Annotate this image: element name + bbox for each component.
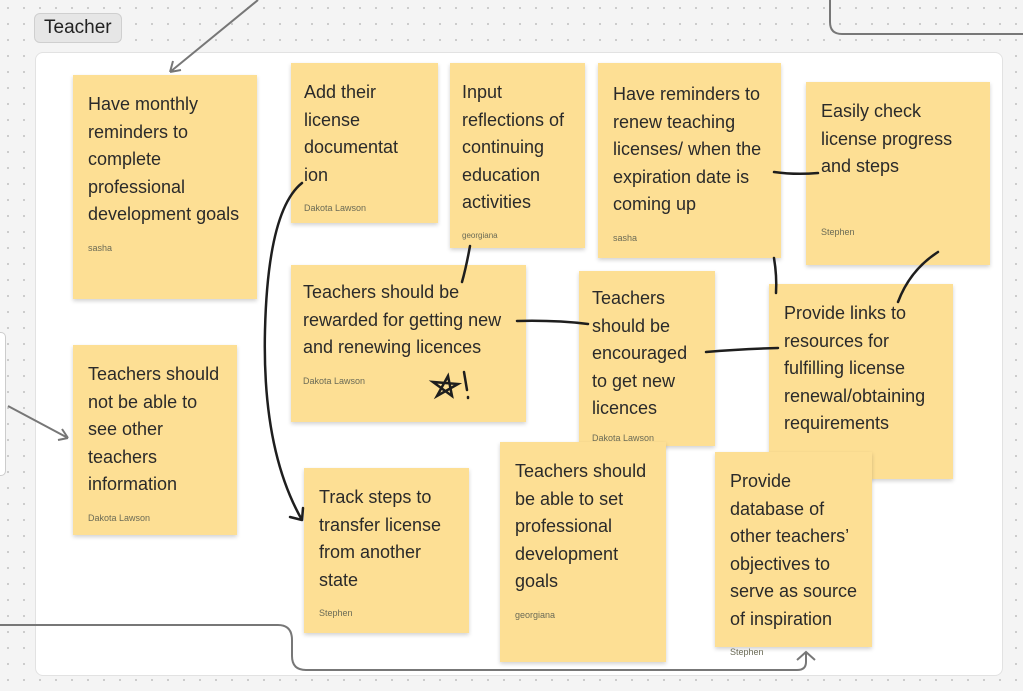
sticky-note[interactable]: Teachers should be rewarded for getting … xyxy=(291,265,526,422)
note-author: sasha xyxy=(613,232,638,243)
note-author: Stephen xyxy=(821,226,855,237)
connector-top-right xyxy=(829,0,1023,35)
note-author: Stephen xyxy=(730,647,764,657)
note-text: Track steps to transfer license from ano… xyxy=(319,487,442,590)
sticky-note[interactable]: Input reflections of continuing educatio… xyxy=(450,63,585,248)
section-label[interactable]: Teacher xyxy=(34,13,122,43)
sticky-note[interactable]: Provide links to resources for fulfillin… xyxy=(769,284,953,479)
note-author: Dakota Lawson xyxy=(303,375,366,386)
sticky-note[interactable]: Teachers should be encouraged to get new… xyxy=(579,271,715,446)
side-panel-handle[interactable] xyxy=(0,332,6,476)
sticky-note[interactable]: Teachers should be able to set professio… xyxy=(500,442,666,662)
note-author: georgiana xyxy=(515,609,556,620)
note-text: Provide database of other teachers’ obje… xyxy=(730,471,858,629)
note-text: Teachers should not be able to see other… xyxy=(88,364,220,494)
note-author: Dakota Lawson xyxy=(88,512,151,523)
note-author: sasha xyxy=(88,242,113,253)
sticky-note[interactable]: Provide database of other teachers’ obje… xyxy=(715,452,872,657)
note-text: Teachers should be encouraged to get new… xyxy=(592,288,688,418)
sticky-note[interactable]: Have reminders to renew teaching license… xyxy=(598,63,781,258)
note-author: Stephen xyxy=(319,608,353,618)
sticky-note[interactable]: Track steps to transfer license from ano… xyxy=(304,468,469,633)
note-author: Dakota Lawson xyxy=(592,432,655,443)
note-text: Provide links to resources for fulfillin… xyxy=(784,303,926,433)
note-author: Dakota Lawson xyxy=(304,203,367,213)
note-text: Easily check license progress and steps xyxy=(821,101,953,176)
sticky-note[interactable]: Teachers should not be able to see other… xyxy=(73,345,237,535)
note-text: Add their license documentat ion xyxy=(304,82,399,185)
note-author: georgiana xyxy=(462,230,498,240)
note-text: Teachers should be able to set professio… xyxy=(515,461,647,591)
note-text: Input reflections of continuing educatio… xyxy=(462,82,565,212)
sticky-note[interactable]: Have monthly reminders to complete profe… xyxy=(73,75,257,299)
note-text: Teachers should be rewarded for getting … xyxy=(303,282,502,357)
note-text: Have monthly reminders to complete profe… xyxy=(88,94,240,224)
note-text: Have reminders to renew teaching license… xyxy=(613,84,762,214)
